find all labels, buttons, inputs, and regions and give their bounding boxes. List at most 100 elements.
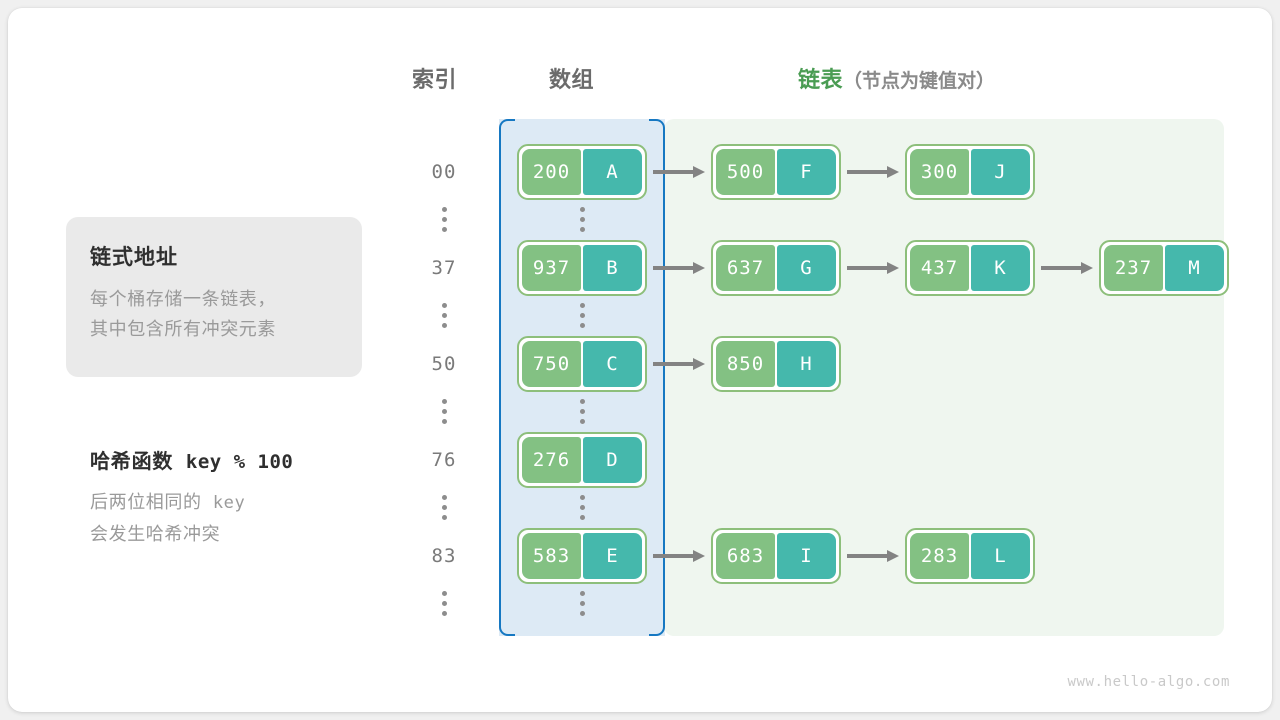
ellipsis-dot xyxy=(441,418,447,424)
arrow-shaft xyxy=(847,170,889,174)
ellipsis-dot xyxy=(579,504,585,510)
node-key-cell: 300 xyxy=(910,149,969,195)
node-value-cell: A xyxy=(583,149,642,195)
arrow-head xyxy=(693,166,705,178)
arrow-head xyxy=(693,358,705,370)
arrow-head xyxy=(887,550,899,562)
ellipsis-dot xyxy=(441,494,447,500)
ellipsis-row xyxy=(8,584,1272,622)
ellipsis-dot xyxy=(579,216,585,222)
next-pointer-arrow-icon xyxy=(647,262,711,274)
node-value-cell: D xyxy=(583,437,642,483)
column-heading-array: 数组 xyxy=(549,67,595,92)
arrow-head xyxy=(693,550,705,562)
hash-function-note-title: 哈希函数 key % 100 xyxy=(90,445,293,474)
ellipsis-dot xyxy=(441,322,447,328)
bucket-index-label: 50 xyxy=(431,353,457,375)
info-box-background xyxy=(66,217,362,377)
hash-function-note-line-1-mono: key xyxy=(212,493,246,513)
node-key-cell: 237 xyxy=(1104,245,1163,291)
ellipsis-dot xyxy=(579,590,585,596)
column-heading-index: 索引 xyxy=(412,67,458,92)
watermark: www.hello-algo.com xyxy=(1067,674,1230,690)
ellipsis-dot xyxy=(441,206,447,212)
ellipsis-dot xyxy=(441,590,447,596)
node-value-cell: M xyxy=(1165,245,1224,291)
arrow-shaft xyxy=(1041,266,1083,270)
ellipsis-dot xyxy=(441,514,447,520)
node-key-cell: 283 xyxy=(910,533,969,579)
vertical-ellipsis-icon xyxy=(412,584,476,622)
ellipsis-dot xyxy=(441,312,447,318)
node-value-cell: F xyxy=(777,149,836,195)
hash-function-note-line-2: 会发生哈希冲突 xyxy=(90,524,221,544)
arrow-shaft xyxy=(847,554,889,558)
hash-function-note-formula: key % 100 xyxy=(185,451,294,473)
node-key-cell: 683 xyxy=(716,533,775,579)
next-pointer-arrow-icon xyxy=(647,358,711,370)
info-box-title: 链式地址 xyxy=(90,246,178,269)
node-value-cell: K xyxy=(971,245,1030,291)
hash-function-note-body: 后两位相同的 key 会发生哈希冲突 xyxy=(90,487,245,550)
node-value-cell: J xyxy=(971,149,1030,195)
node-value-cell: C xyxy=(583,341,642,387)
hash-function-note-line-1: 后两位相同的 key xyxy=(90,487,245,519)
next-pointer-arrow-icon xyxy=(1035,262,1099,274)
ellipsis-row xyxy=(8,200,1272,238)
node-key-cell: 637 xyxy=(716,245,775,291)
column-heading-linked-list-sub: （节点为键值对） xyxy=(843,71,996,92)
vertical-ellipsis-icon xyxy=(517,200,647,238)
bucket-index-label: 83 xyxy=(431,545,457,567)
ellipsis-dot xyxy=(579,600,585,606)
bucket-index-label: 76 xyxy=(431,449,457,471)
node-key-cell: 200 xyxy=(522,149,581,195)
arrow-shaft xyxy=(653,266,695,270)
vertical-ellipsis-icon xyxy=(412,392,476,430)
arrow-shaft xyxy=(653,170,695,174)
vertical-ellipsis-icon xyxy=(412,488,476,526)
node-key-cell: 437 xyxy=(910,245,969,291)
vertical-ellipsis-icon xyxy=(517,392,647,430)
arrow-head xyxy=(693,262,705,274)
hash-function-note-line-1-text: 后两位相同的 xyxy=(90,492,202,512)
arrow-shaft xyxy=(653,554,695,558)
ellipsis-dot xyxy=(441,408,447,414)
next-pointer-arrow-icon xyxy=(841,262,905,274)
ellipsis-dot xyxy=(579,610,585,616)
ellipsis-dot xyxy=(441,216,447,222)
vertical-ellipsis-icon xyxy=(517,488,647,526)
node-key-cell: 583 xyxy=(522,533,581,579)
diagram-card: 索引 数组 链表（节点为键值对） 链式地址 每个桶存储一条链表， 其中包含所有冲… xyxy=(8,8,1272,712)
node-value-cell: H xyxy=(777,341,836,387)
next-pointer-arrow-icon xyxy=(841,550,905,562)
vertical-ellipsis-icon xyxy=(517,584,647,622)
ellipsis-dot xyxy=(579,206,585,212)
ellipsis-dot xyxy=(441,302,447,308)
ellipsis-dot xyxy=(579,322,585,328)
ellipsis-dot xyxy=(579,418,585,424)
vertical-ellipsis-icon xyxy=(412,200,476,238)
ellipsis-dot xyxy=(579,302,585,308)
ellipsis-dot xyxy=(441,398,447,404)
